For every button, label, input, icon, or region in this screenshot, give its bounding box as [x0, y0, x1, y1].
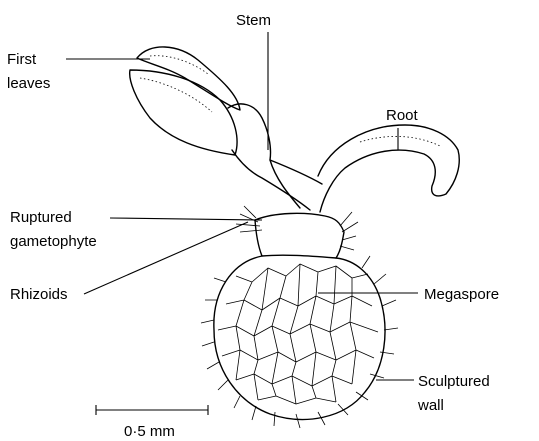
rhizoids — [236, 206, 358, 250]
root — [318, 125, 459, 212]
label-rhizoids: Rhizoids — [10, 286, 68, 303]
label-ruptured-2: gametophyte — [10, 233, 97, 250]
first-leaves — [130, 47, 240, 155]
label-first-leaves-2: leaves — [7, 75, 50, 92]
label-sculptured-1: Sculptured — [418, 373, 490, 390]
label-megaspore: Megaspore — [424, 286, 499, 303]
leader-rhizoids — [84, 222, 248, 294]
leader-ruptured-gametophyte — [110, 218, 262, 220]
label-sculptured-2: wall — [417, 397, 444, 414]
ruptured-gametophyte — [255, 213, 344, 258]
megaspore — [201, 256, 398, 428]
stem — [228, 104, 322, 210]
scale-bar-label: 0·5 mm — [124, 423, 175, 440]
label-stem: Stem — [236, 12, 271, 29]
scale-bar: 0·5 mm — [96, 405, 208, 440]
label-ruptured-1: Ruptured — [10, 209, 72, 226]
label-first-leaves-1: First — [7, 51, 37, 68]
label-root: Root — [386, 107, 419, 124]
